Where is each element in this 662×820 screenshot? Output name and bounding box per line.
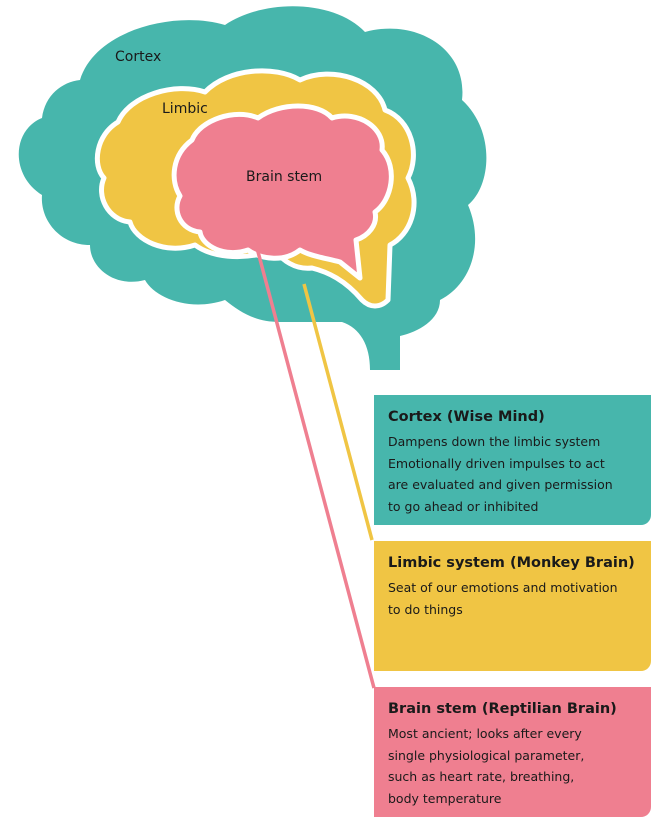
limbic-connector-line <box>302 283 374 541</box>
brain-stem-card-line: body temperature <box>388 790 502 806</box>
cortex-card-line: Emotionally driven impulses to act <box>388 455 605 471</box>
brain-stem-region <box>171 103 394 281</box>
cortex-card-line: are evaluated and given permission <box>388 477 613 492</box>
limbic-label: Limbic <box>162 101 208 117</box>
limbic-card-title: Limbic system (Monkey Brain) <box>388 555 635 571</box>
brain-stem-card-line: Most ancient; looks after every <box>388 726 582 741</box>
brain-stem-card: Brain stem (Reptilian Brain) Most ancien… <box>374 687 651 817</box>
limbic-card-line: to do things <box>388 601 463 617</box>
brain-stem-label: Brain stem <box>246 169 322 185</box>
cortex-card-line: to go ahead or inhibited <box>388 498 539 514</box>
brain-stem-card-title: Brain stem (Reptilian Brain) <box>388 701 617 717</box>
cortex-card-title: Cortex (Wise Mind) <box>388 409 545 425</box>
brain-stem-card-line: single physiological parameter, <box>388 747 585 763</box>
cortex-card: Cortex (Wise Mind) Dampens down the limb… <box>374 395 651 525</box>
cortex-card-line: Dampens down the limbic system <box>388 434 601 449</box>
cortex-label: Cortex <box>115 49 161 65</box>
brain-stem-card-line: such as heart rate, breathing, <box>388 769 575 784</box>
limbic-card: Limbic system (Monkey Brain) Seat of our… <box>374 541 651 671</box>
brain-stem-connector-line <box>255 247 376 689</box>
limbic-card-line: Seat of our emotions and motivation <box>388 580 618 595</box>
